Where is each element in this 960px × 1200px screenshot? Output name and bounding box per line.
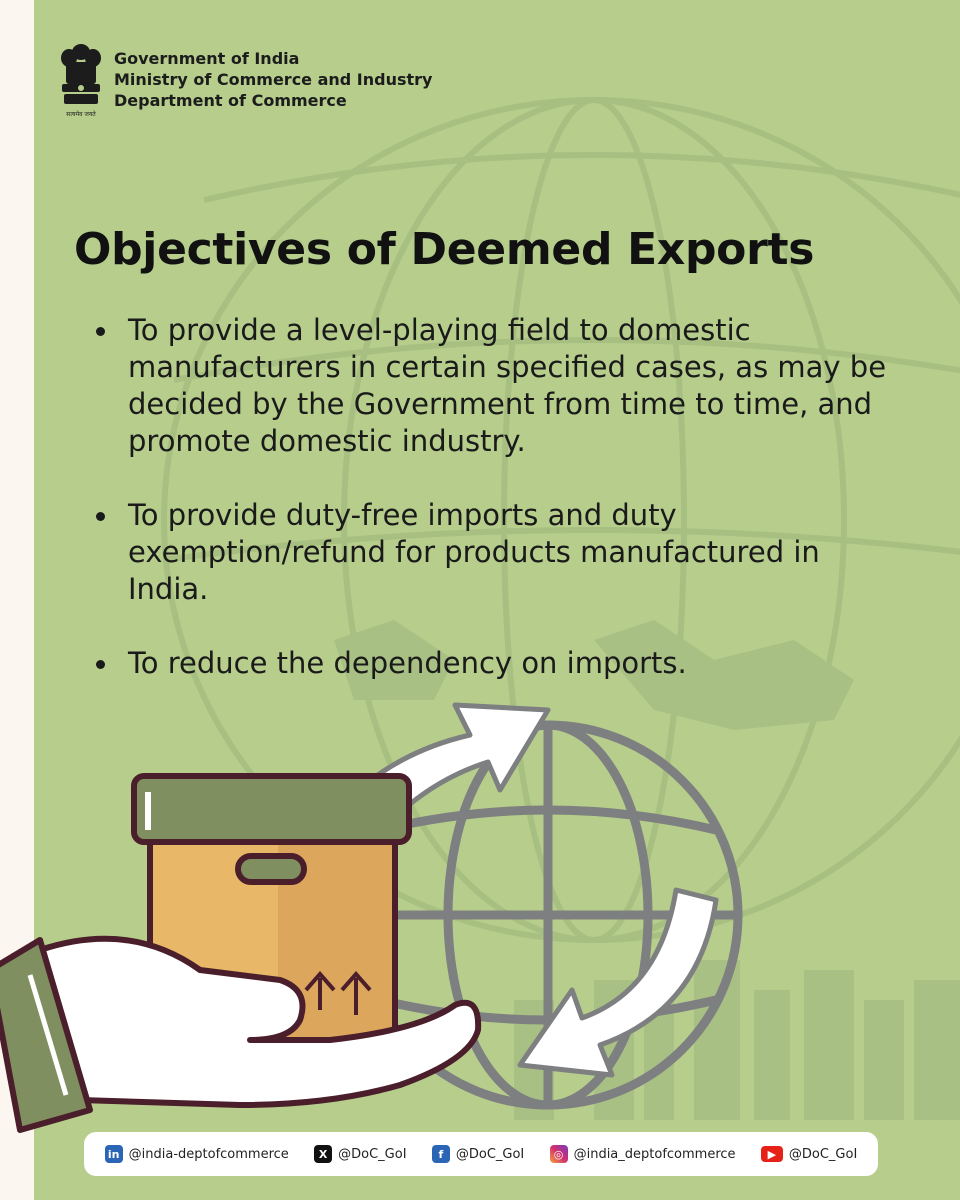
header-line-government: Government of India	[114, 49, 300, 68]
social-facebook[interactable]: f @DoC_GoI	[431, 1145, 525, 1163]
linkedin-icon: in	[104, 1145, 123, 1163]
facebook-handle: @DoC_GoI	[455, 1146, 525, 1162]
hand-graphic	[0, 935, 482, 1133]
objectives-list: To provide a level-playing field to dome…	[90, 312, 890, 719]
header-line-department: Department of Commerce	[114, 91, 347, 110]
social-x[interactable]: X @DoC_GoI	[314, 1145, 407, 1163]
facebook-icon: f	[431, 1145, 450, 1163]
national-emblem-icon: सत्यमेव जयते	[61, 44, 101, 118]
emblem-motto: सत्यमेव जयते	[66, 110, 96, 118]
instagram-icon: ◎	[549, 1145, 568, 1163]
linkedin-handle: @india-deptofcommerce	[128, 1146, 289, 1162]
social-media-bar: in @india-deptofcommerce X @DoC_GoI f @D…	[84, 1132, 878, 1176]
objective-item: To provide duty-free imports and duty ex…	[90, 497, 890, 608]
cargo-box-graphic	[131, 773, 412, 1043]
objective-item: To provide a level-playing field to dome…	[90, 312, 890, 460]
x-handle: @DoC_GoI	[338, 1146, 407, 1162]
objective-item: To reduce the dependency on imports.	[90, 645, 890, 682]
government-header: Government of India Ministry of Commerce…	[114, 48, 432, 111]
youtube-icon: ▶	[760, 1146, 783, 1162]
social-linkedin[interactable]: in @india-deptofcommerce	[104, 1145, 289, 1163]
page-title: Objectives of Deemed Exports	[74, 224, 815, 275]
social-youtube[interactable]: ▶ @DoC_GoI	[760, 1146, 858, 1162]
x-icon: X	[314, 1145, 333, 1163]
youtube-handle: @DoC_GoI	[788, 1146, 858, 1162]
social-instagram[interactable]: ◎ @india_deptofcommerce	[549, 1145, 736, 1163]
instagram-handle: @india_deptofcommerce	[573, 1146, 736, 1162]
header-line-ministry: Ministry of Commerce and Industry	[114, 70, 433, 89]
